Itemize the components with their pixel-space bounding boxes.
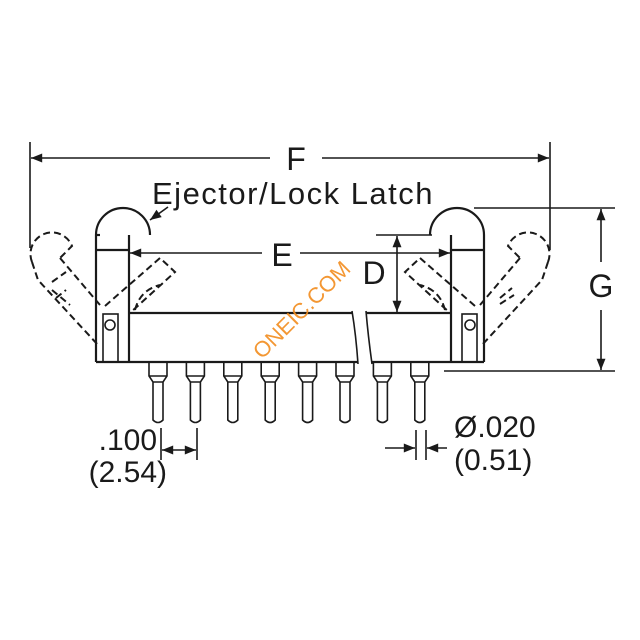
dimension-diameter: Ø.020 (0.51) (385, 411, 536, 477)
pin (260, 363, 280, 424)
pin (148, 363, 168, 424)
diameter-inch: Ø.020 (454, 411, 536, 444)
dimension-e: E (130, 237, 450, 273)
right-latch (428, 206, 486, 363)
left-latch (94, 206, 152, 363)
dimension-d: D (362, 234, 432, 312)
ejector-latch-label: Ejector/Lock Latch (152, 176, 434, 211)
pin (410, 363, 430, 424)
watermark: ONEIC.COM (248, 256, 356, 364)
label-g: G (589, 268, 614, 304)
dimension-pitch: .100 (2.54) (89, 424, 198, 489)
pitch-inch: .100 (99, 424, 157, 457)
pin (185, 363, 206, 424)
latch-leader (149, 206, 169, 221)
pin (335, 363, 355, 424)
label-d: D (362, 255, 385, 291)
diameter-mm: (0.51) (454, 444, 532, 477)
dimension-g: G (444, 207, 615, 372)
pin (223, 363, 243, 424)
left-latch-open-dashed (29, 231, 177, 346)
pin (297, 363, 318, 424)
pin (372, 363, 393, 424)
label-e: E (271, 237, 292, 273)
dimension-f: F (29, 141, 551, 250)
pins (148, 363, 430, 424)
housing (96, 310, 484, 365)
right-latch-open-dashed (403, 231, 551, 346)
pitch-mm: (2.54) (89, 456, 167, 489)
label-f: F (286, 141, 306, 177)
